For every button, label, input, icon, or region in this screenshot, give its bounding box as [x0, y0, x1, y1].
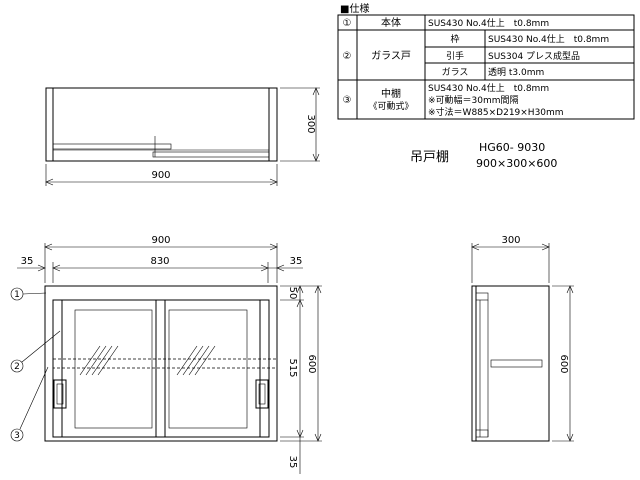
front-inner-width-dim: 830	[150, 256, 169, 267]
spec-row-4-detail: 透明 t3.0mm	[488, 67, 544, 78]
front-opening-dim: 515	[287, 358, 298, 377]
callout-2: 2	[14, 362, 20, 372]
callout-1: 1	[14, 290, 20, 300]
spec-row-2-detail: SUS430 No.4仕上 t0.8mm	[488, 33, 609, 45]
product-size: 900×300×600	[476, 157, 557, 170]
spec-row-4-sub: ガラス	[442, 67, 469, 78]
spec-row-5-detail3: ※寸法＝W885×D219×H30mm	[428, 106, 564, 118]
callout-3: 3	[14, 431, 20, 441]
spec-row-1-part: 本体	[381, 16, 401, 29]
spec-row-5-no: ③	[343, 95, 352, 106]
spec-row-1-no: ①	[343, 18, 352, 29]
top-view: 300 900	[45, 87, 320, 186]
front-bottom-rail-dim: 35	[287, 456, 298, 469]
spec-row-2-part: ガラス戸	[371, 50, 411, 62]
top-depth-dim: 300	[305, 114, 316, 133]
spec-row-5-detail: SUS430 No.4仕上 t0.8mm	[428, 82, 549, 94]
front-right-margin-dim: 35	[290, 256, 303, 267]
spec-row-3-sub: 引手	[446, 50, 464, 62]
side-depth-dim: 300	[501, 235, 520, 246]
front-top-rail-dim: 50	[287, 287, 298, 300]
glass-hatch-left	[79, 345, 119, 376]
spec-row-1-detail: SUS430 No.4仕上 t0.8mm	[428, 17, 549, 29]
product-label: 吊戸棚 HG60- 9030 900×300×600	[410, 141, 557, 170]
spec-row-3-detail: SUS304 プレス成型品	[488, 50, 580, 62]
glass-hatch-right	[176, 345, 216, 376]
spec-row-2-no: ②	[343, 51, 352, 62]
product-name: 吊戸棚	[410, 150, 449, 165]
spec-heading: ■仕様	[340, 2, 369, 15]
spec-table: ■仕様 ① 本体 SUS430 No.4仕上 t0.8mm ② ガラス戸 枠 S…	[337, 2, 635, 120]
side-height-dim: 600	[558, 354, 569, 373]
spec-row-2-sub: 枠	[450, 33, 459, 45]
front-height-dim: 600	[306, 354, 317, 373]
spec-row-5-part: 中棚	[381, 87, 401, 100]
front-total-width-dim: 900	[151, 235, 170, 246]
spec-row-5-detail2: ※可動幅＝30mm間隔	[428, 94, 519, 106]
spec-row-5-part2: 《可動式》	[368, 100, 413, 112]
front-left-margin-dim: 35	[21, 256, 34, 267]
side-view: 300 600	[471, 235, 574, 442]
top-width-dim: 900	[151, 170, 170, 181]
product-model: HG60- 9030	[479, 141, 545, 154]
front-view: 900 830 35 35 50 515 35 600 1	[10, 235, 322, 474]
